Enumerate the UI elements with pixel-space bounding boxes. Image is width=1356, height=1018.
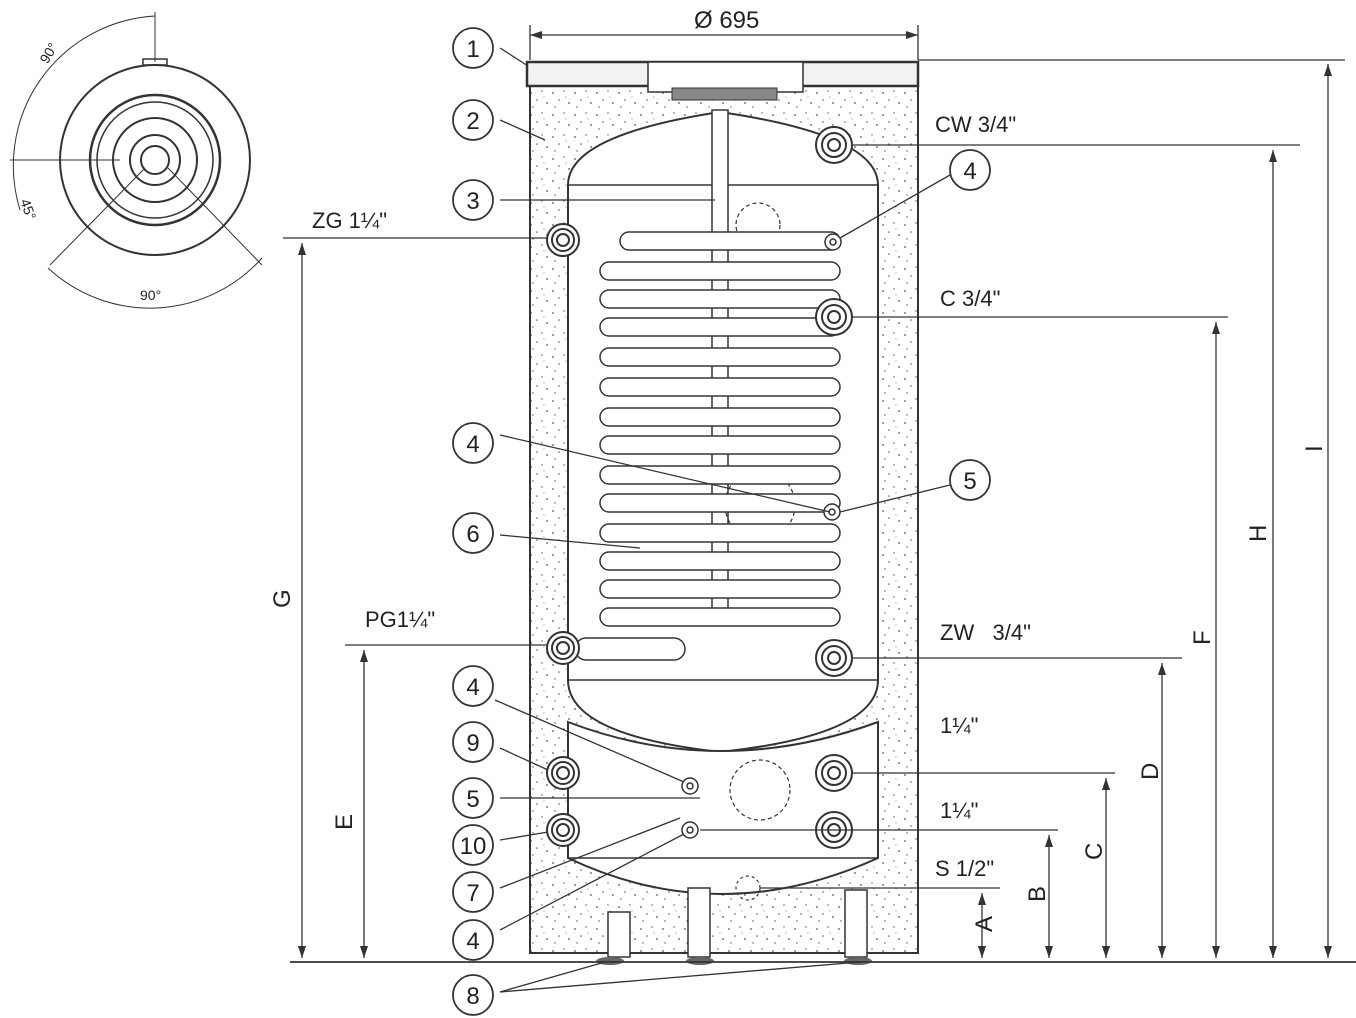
angle-label-top: 90° bbox=[36, 40, 60, 66]
connection-label-zw: ZW 3/4" bbox=[940, 620, 1031, 645]
callout-2: 2 bbox=[466, 108, 479, 135]
heating-coil bbox=[574, 231, 841, 661]
connection-label-c: C 3/4" bbox=[940, 286, 1000, 311]
callout-4-upper: 4 bbox=[963, 158, 976, 185]
callout-6: 6 bbox=[466, 521, 479, 548]
callout-9: 9 bbox=[466, 730, 479, 757]
dimension-label-f: F bbox=[1189, 630, 1216, 645]
callout-1: 1 bbox=[466, 36, 479, 63]
dimension-label-g: G bbox=[269, 589, 296, 608]
callouts bbox=[452, 27, 991, 1016]
dimension-label-c: C bbox=[1081, 843, 1108, 860]
callout-7: 7 bbox=[466, 880, 479, 907]
callout-4-lower: 4 bbox=[466, 674, 479, 701]
connection-label-s: S 1/2" bbox=[935, 856, 994, 881]
dimension-lines bbox=[283, 25, 1356, 993]
top-view bbox=[10, 12, 263, 309]
callout-8: 8 bbox=[466, 983, 479, 1010]
nozzles bbox=[546, 126, 853, 849]
callout-3: 3 bbox=[466, 188, 479, 215]
connection-label-upper-aux: 1¼" bbox=[940, 713, 978, 738]
dimension-label-h: H bbox=[1245, 525, 1272, 542]
diameter-label: Ø 695 bbox=[694, 7, 759, 34]
connection-label-zg: ZG 1¼" bbox=[312, 208, 387, 233]
dimension-label-b: B bbox=[1024, 886, 1051, 902]
callout-4-bottom: 4 bbox=[466, 928, 479, 955]
connection-label-lower-aux: 1¼" bbox=[940, 798, 978, 823]
dimension-label-i: I bbox=[1301, 445, 1328, 452]
callout-5-upper: 4 bbox=[466, 431, 479, 458]
callout-10: 10 bbox=[460, 833, 487, 860]
dimension-label-a: A bbox=[971, 916, 998, 932]
connection-label-cw: CW 3/4" bbox=[935, 112, 1016, 137]
connection-label-pg: PG1¼" bbox=[365, 607, 435, 632]
dimension-label-d: D bbox=[1137, 763, 1164, 780]
angle-label-bottom: 90° bbox=[140, 287, 161, 303]
dimension-label-e: E bbox=[331, 814, 358, 830]
callout-4-middle: 5 bbox=[963, 468, 976, 495]
angle-label-left: 45° bbox=[17, 197, 39, 222]
dimension-arrows bbox=[298, 31, 1332, 958]
callout-5-lower: 5 bbox=[466, 786, 479, 813]
